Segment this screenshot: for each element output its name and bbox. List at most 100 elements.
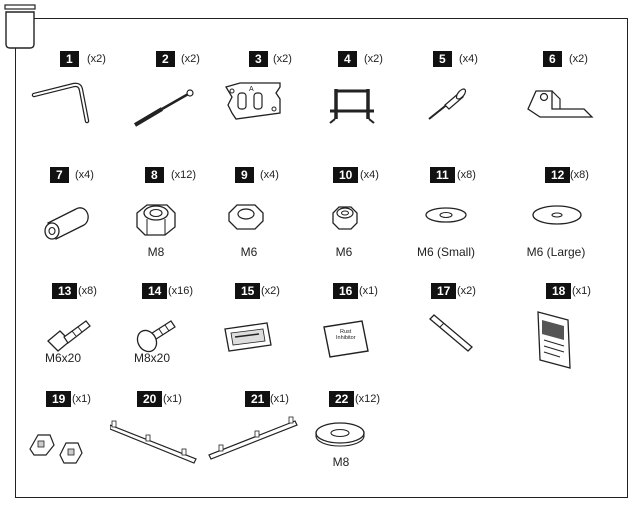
- flange-bolt-icon: [136, 320, 176, 353]
- part-16: 16 (x1) Rust Inhibitor: [310, 283, 410, 393]
- rust-inhibitor-icon: Rust Inhibitor: [323, 320, 369, 358]
- hinge-plate-icon: A: [225, 82, 281, 120]
- part-quantity: (x2): [87, 53, 106, 65]
- part-number-badge: 21: [245, 391, 271, 407]
- part-number-badge: 20: [137, 391, 163, 407]
- part-size-caption: M6x20: [44, 351, 82, 365]
- part-quantity: (x2): [569, 53, 588, 65]
- rivet-icon: [428, 88, 467, 120]
- part-size-caption: M8: [147, 245, 165, 259]
- parts-frame: [15, 18, 628, 498]
- part-1: 1 (x2): [30, 51, 130, 161]
- part-size-caption: M8: [332, 455, 350, 469]
- part-quantity: (x4): [360, 169, 379, 181]
- part-13: 13 (x8) M6x20: [30, 283, 130, 393]
- part-quantity: (x2): [273, 53, 292, 65]
- part-14: 14 (x16) M8x20: [115, 283, 215, 393]
- clip-pair-icon: [29, 434, 83, 464]
- part-21: 21 (x1): [205, 391, 305, 501]
- part-quantity: (x8): [457, 169, 476, 181]
- lock-nut-icon: [136, 204, 176, 236]
- part-12: 12 (x8) M6 (Large): [515, 167, 615, 277]
- part-quantity: (x8): [570, 169, 589, 181]
- part-number-badge: 15: [235, 283, 261, 299]
- part-number-badge: 7: [50, 167, 69, 183]
- part-quantity: (x1): [359, 285, 378, 297]
- part-number-badge: 17: [431, 283, 457, 299]
- packet-text-line-2: Inhibitor: [336, 335, 356, 341]
- gas-strut-icon: [133, 89, 194, 127]
- part-number-badge: 6: [543, 51, 562, 67]
- wipe-packet-icon: [224, 322, 272, 352]
- part-9: 9 (x4) M6: [205, 167, 305, 277]
- part-size-caption: M6 (Small): [416, 245, 475, 259]
- part-number-badge: 4: [338, 51, 357, 67]
- part-11: 11 (x8) M6 (Small): [400, 167, 500, 277]
- washer-large-icon: [532, 205, 582, 225]
- part-number-badge: 11: [430, 167, 455, 183]
- part-18: 18 (x1): [520, 283, 620, 393]
- hex-nut-icon: [228, 204, 264, 230]
- part-10: 10 (x4) M6: [305, 167, 405, 277]
- part-17: 17 (x2): [410, 283, 510, 393]
- part-quantity: (x1): [270, 393, 289, 405]
- part-quantity: (x1): [572, 285, 591, 297]
- u-bolt-icon: [329, 89, 375, 124]
- part-quantity: (x8): [78, 285, 97, 297]
- part-quantity: (x2): [261, 285, 280, 297]
- part-number-badge: 13: [52, 283, 78, 299]
- part-quantity: (x4): [459, 53, 478, 65]
- part-5: 5 (x4): [415, 51, 515, 161]
- part-size-caption: M6: [240, 245, 258, 259]
- part-number-badge: 8: [145, 167, 164, 183]
- part-quantity: (x4): [75, 169, 94, 181]
- part-number-badge: 12: [545, 167, 571, 183]
- part-15: 15 (x2): [215, 283, 315, 393]
- spacer-icon: [44, 207, 89, 240]
- hex-bolt-icon: [47, 320, 91, 352]
- part-number-badge: 18: [546, 283, 572, 299]
- part-number-badge: 10: [333, 167, 359, 183]
- part-number-badge: 19: [46, 391, 72, 407]
- part-number-badge: 16: [333, 283, 359, 299]
- manual-icon: [537, 311, 571, 369]
- bent-rod-icon: [31, 82, 90, 124]
- part-quantity: (x1): [163, 393, 182, 405]
- part-quantity: (x12): [171, 169, 197, 181]
- part-19: 19 (x1): [20, 391, 120, 501]
- part-number-badge: 9: [235, 167, 254, 183]
- mount-bracket-icon: [527, 90, 594, 118]
- plate-letter: A: [249, 86, 254, 93]
- part-number-badge: 14: [142, 283, 168, 299]
- rail-left-icon: [110, 420, 197, 464]
- hardware-bag-icon: [4, 4, 36, 49]
- rail-right-icon: [208, 416, 298, 460]
- part-quantity: (x1): [72, 393, 91, 405]
- part-20: 20 (x1): [110, 391, 210, 501]
- part-7: 7 (x4): [30, 167, 130, 277]
- part-quantity: (x4): [260, 169, 279, 181]
- part-size-caption: M6: [335, 245, 353, 259]
- lock-nut-small-icon: [332, 206, 358, 230]
- part-quantity: (x12): [355, 393, 381, 405]
- part-22: 22 (x12) M8: [310, 391, 410, 501]
- washer-flat-icon: [315, 422, 365, 447]
- part-8: 8 (x12) M8: [115, 167, 215, 277]
- packet-text-line-1: Rust: [340, 329, 352, 335]
- part-size-caption: M8x20: [133, 351, 171, 365]
- part-2: 2 (x2): [130, 51, 230, 161]
- part-number-badge: 1: [60, 51, 79, 67]
- part-quantity: (x16): [168, 285, 194, 297]
- washer-small-icon: [425, 207, 467, 223]
- part-number-badge: 5: [433, 51, 452, 67]
- part-number-badge: 3: [249, 51, 268, 67]
- part-quantity: (x2): [364, 53, 383, 65]
- part-4: 4 (x2): [320, 51, 420, 161]
- part-quantity: (x2): [457, 285, 476, 297]
- part-quantity: (x2): [181, 53, 200, 65]
- part-3: 3 (x2) A: [220, 51, 320, 161]
- part-number-badge: 22: [329, 391, 355, 407]
- part-number-badge: 2: [156, 51, 175, 67]
- part-size-caption: M6 (Large): [526, 245, 586, 259]
- touch-up-pen-icon: [429, 314, 473, 352]
